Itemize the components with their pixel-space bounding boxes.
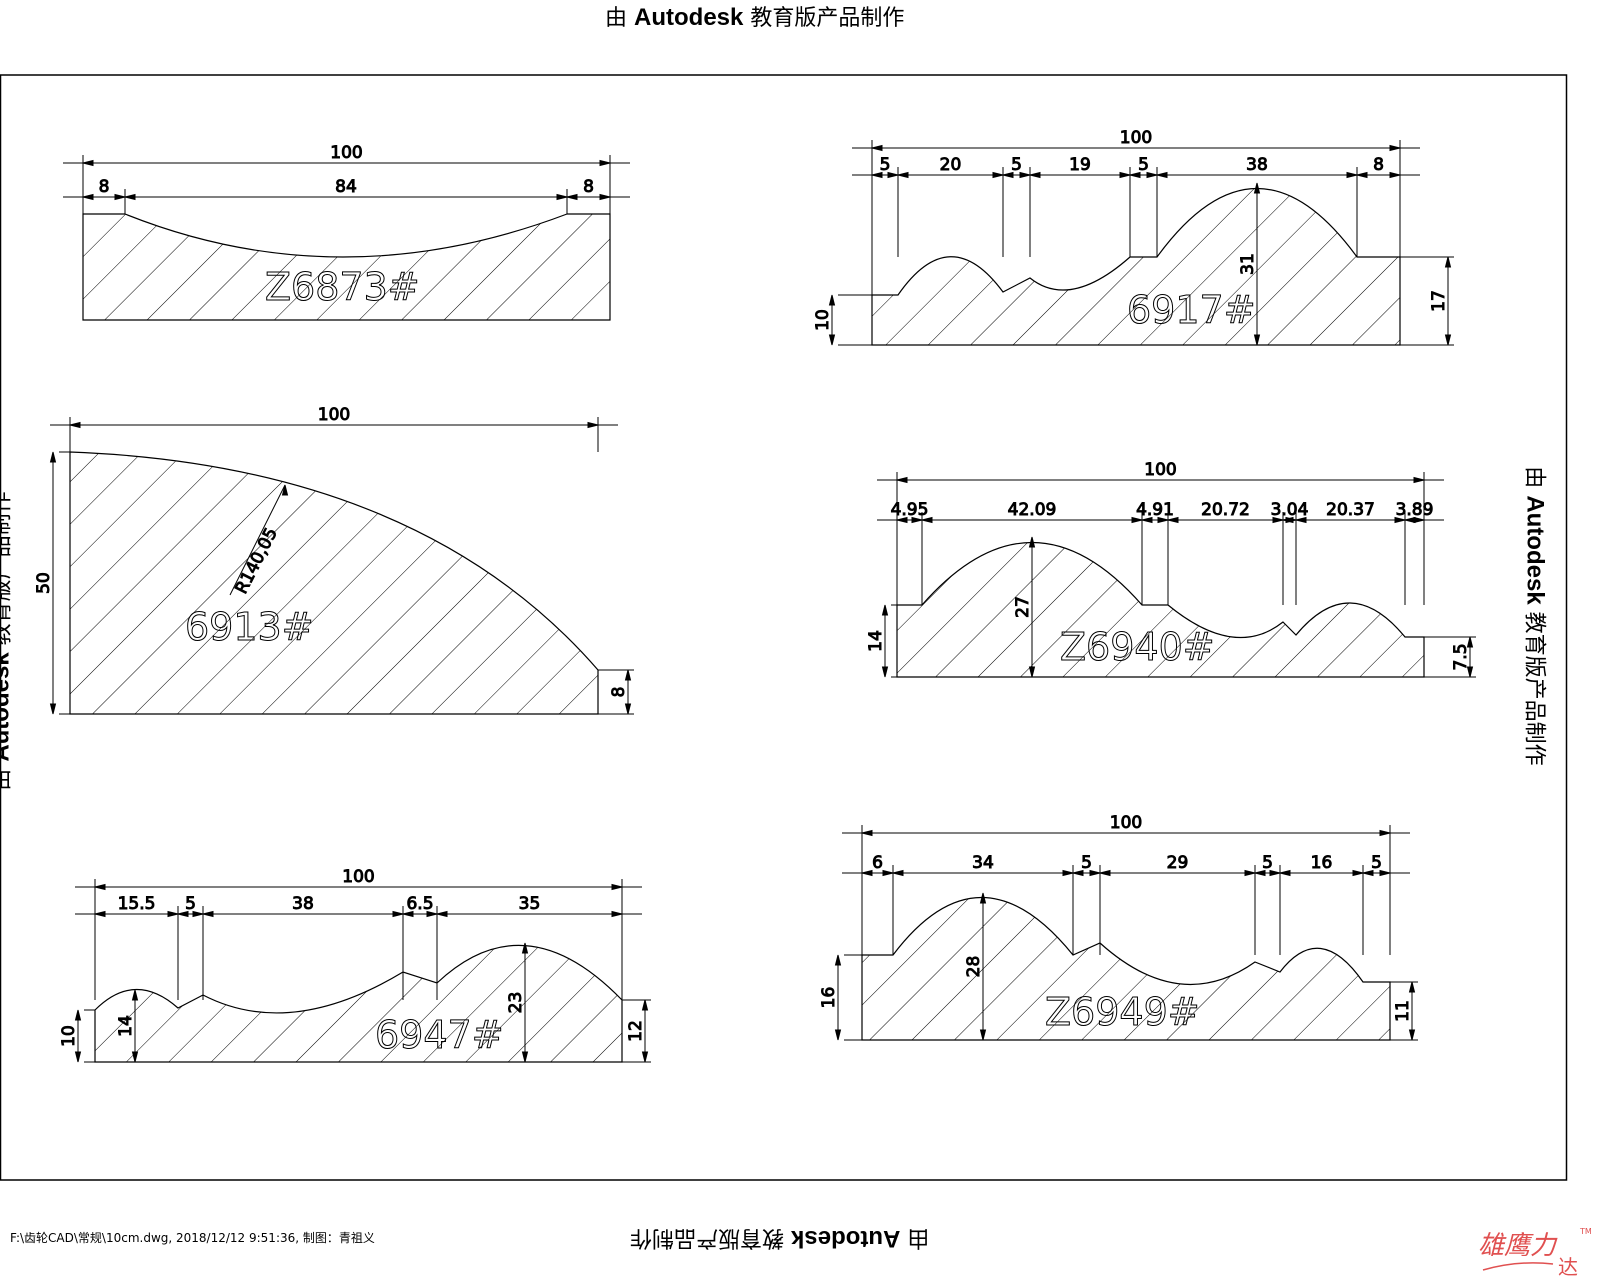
dimension-label: 5 — [880, 155, 891, 175]
dimension-label: 8 — [609, 687, 629, 698]
svg-text:雄鹰力: 雄鹰力 — [1478, 1231, 1558, 1261]
dimension-label: 8 — [99, 177, 110, 197]
dimension-label: 5 — [1371, 853, 1382, 873]
dimension-label: 6.5 — [406, 894, 433, 914]
dimension-label: 4.91 — [1136, 500, 1174, 520]
dimension-label: 100 — [318, 405, 350, 425]
brand-logo: 雄鹰力 达 TM — [1478, 1227, 1592, 1277]
dimension-label: 8 — [1373, 155, 1384, 175]
watermark-prefix: 由 — [605, 6, 628, 31]
dimension-label: 10 — [813, 309, 833, 331]
dimension-label: 20.37 — [1326, 500, 1375, 520]
dimension-label: 38 — [1246, 155, 1268, 175]
dimension-label: 20.72 — [1201, 500, 1250, 520]
dimension-label: 14 — [116, 1015, 136, 1037]
dimension-label: 100 — [1120, 128, 1152, 148]
profile-6917-shape — [871, 187, 1401, 346]
dimension-label: 5 — [1138, 155, 1149, 175]
profile-id-label: Z6949# — [1045, 990, 1200, 1034]
profile-z6873-shape — [82, 213, 611, 321]
dimension-label: 5 — [1081, 853, 1092, 873]
dimension-label: 100 — [1144, 460, 1176, 480]
dimension-label: 12 — [626, 1020, 646, 1042]
dimension-label: 100 — [342, 867, 374, 887]
profile-id-label: 6917# — [1127, 288, 1256, 332]
profile-id-label: Z6873# — [265, 265, 420, 309]
dimension-label: 19 — [1069, 155, 1091, 175]
dimension-label: 42.09 — [1008, 500, 1057, 520]
profile-z6940-shape — [896, 541, 1425, 678]
watermark-suffix: 教育版产品制作 — [750, 6, 905, 31]
dimension-label: 6 — [872, 853, 883, 873]
dimension-label: 20 — [940, 155, 962, 175]
dimension-label: 35 — [519, 894, 541, 914]
dimension-label: 5 — [1011, 155, 1022, 175]
dimension-label: 27 — [1013, 596, 1033, 618]
dimension-label: 100 — [1110, 813, 1142, 833]
dimension-label: 11 — [1393, 1000, 1413, 1022]
dimension-label: 14 — [866, 630, 886, 652]
dimension-label: 31 — [1238, 253, 1258, 275]
profile-id-label: 6947# — [375, 1013, 504, 1057]
dimension-label: 4.95 — [891, 500, 929, 520]
svg-text:达: 达 — [1558, 1255, 1578, 1277]
watermark-top: 由 Autodesk 教育版产品制作 — [605, 0, 904, 32]
svg-text:TM: TM — [1579, 1227, 1592, 1236]
dimension-label: 5 — [1262, 853, 1273, 873]
dimension-label: 3.89 — [1396, 500, 1434, 520]
dimension-label: 84 — [335, 177, 357, 197]
dimension-label: 7.5 — [1451, 643, 1471, 670]
profile-id-label: Z6940# — [1060, 625, 1215, 669]
dimension-label: 38 — [292, 894, 314, 914]
dimension-label: 15.5 — [118, 894, 156, 914]
dimension-label: 100 — [330, 143, 362, 163]
dimension-label: 29 — [1167, 853, 1189, 873]
watermark-brand: Autodesk — [634, 4, 744, 31]
dimension-label: 8 — [583, 177, 594, 197]
dimension-label: 5 — [185, 894, 196, 914]
dimension-label: 17 — [1429, 290, 1449, 312]
dimension-label: 23 — [506, 992, 526, 1014]
profile-z6949-shape — [861, 896, 1391, 1041]
dimension-label: 3.04 — [1271, 500, 1309, 520]
dimension-label: 16 — [819, 987, 839, 1009]
profile-6913-shape — [69, 451, 599, 715]
drawing-frame — [0, 74, 1568, 1181]
dimension-label: 28 — [964, 956, 984, 978]
dimension-label: 10 — [59, 1025, 79, 1047]
dimension-label: 34 — [972, 853, 994, 873]
dimension-label: 16 — [1311, 853, 1333, 873]
dimension-label: 50 — [34, 572, 54, 594]
file-info-footer: F:\齿轮CAD\常规\10cm.dwg, 2018/12/12 9:51:36… — [10, 1231, 375, 1245]
profile-6947-shape — [94, 944, 623, 1063]
profile-id-label: 6913# — [185, 605, 314, 649]
